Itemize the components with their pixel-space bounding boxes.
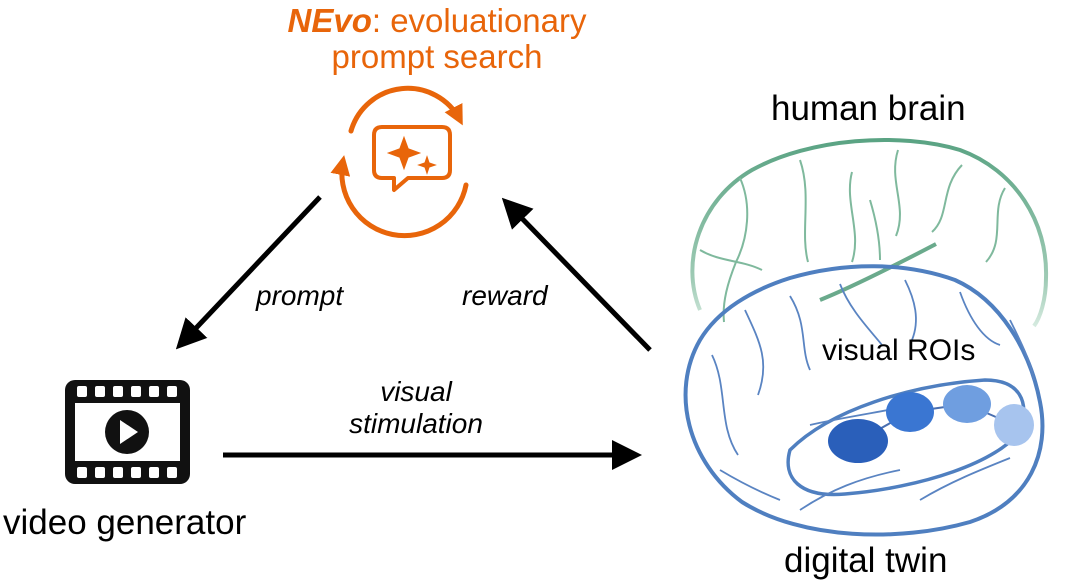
chat-sparkle-cycle-icon	[330, 85, 469, 239]
digital-twin-label: digital twin	[784, 541, 948, 580]
nevo-title: NEvo: evoluationary	[227, 4, 647, 37]
nevo-title-rest: : evoluationary	[371, 2, 587, 39]
roi-3	[943, 385, 991, 423]
visual-rois	[828, 385, 1034, 463]
visual-rois-label: visual ROIs	[822, 334, 976, 367]
prompt-arrow	[175, 195, 322, 350]
human-brain-outline	[690, 138, 1049, 328]
film-play-icon	[65, 380, 190, 484]
nevo-name: NEvo	[287, 2, 372, 39]
roi-2	[886, 392, 934, 432]
roi-4	[994, 404, 1034, 446]
stimulation-label-line1: visual	[380, 376, 452, 407]
human-brain-label: human brain	[771, 89, 966, 128]
stimulation-label-line2: stimulation	[349, 408, 483, 439]
roi-1	[828, 419, 888, 463]
nevo-subtitle: prompt search	[331, 38, 543, 75]
reward-arrow	[501, 197, 652, 352]
reward-label: reward	[462, 280, 548, 311]
video-generator-label: video generator	[3, 503, 247, 542]
prompt-label: prompt	[256, 280, 344, 311]
